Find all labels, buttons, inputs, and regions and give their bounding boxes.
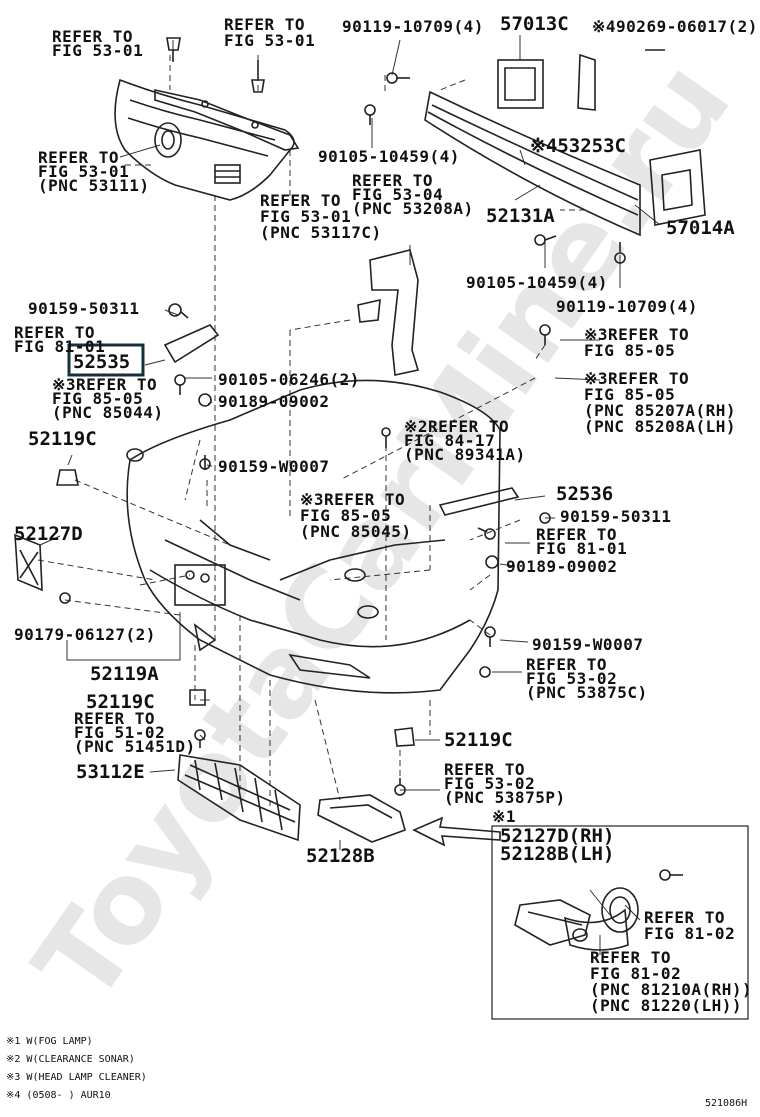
callout-p-52119C-bl: 52119C	[86, 691, 155, 713]
callout-p-90119-10709-mid: 90119-10709(4)	[556, 297, 698, 316]
callout-p-52119C-br: 52119C	[444, 729, 513, 751]
callout-p-90105-06246: 90105-06246(2)	[218, 370, 360, 389]
part-52535-highlight	[67, 343, 145, 377]
callout-p-90159-50311-right: 90159-50311	[560, 507, 671, 526]
callout-p-90179-06127: 90179-06127(2)	[14, 625, 156, 644]
callout-p-52535: 52535	[73, 351, 130, 373]
callout-p-90105-10459-mid: 90105-10459(4)	[466, 273, 608, 292]
footnote-3: ※3 W(HEAD LAMP CLEANER)	[6, 1072, 147, 1083]
callout-p-52128B: 52128B	[306, 845, 375, 867]
fog-cover-left	[14, 533, 43, 592]
callout-p-90159-W0007-top: 90159-W0007	[218, 457, 329, 476]
bumper-side-retainers	[163, 324, 520, 516]
footnote-1: ※1 W(FOG LAMP)	[6, 1036, 93, 1047]
callout-p-90269-06017: ※490269-06017(2)	[592, 17, 758, 36]
callout-p-52536: 52536	[556, 483, 613, 505]
footnotes: ※1 W(FOG LAMP) ※2 W(CLEARANCE SONAR) ※3 W(…	[6, 1036, 147, 1101]
lower-grille	[177, 754, 301, 842]
solid-leaders	[39, 35, 661, 955]
bumper-reinforcement	[424, 49, 706, 237]
callout-p-90119-10709-top: 90119-10709(4)	[342, 17, 484, 36]
top-clips	[166, 37, 265, 93]
inset-arrow	[412, 816, 501, 847]
callout-p-53112E: 53112E	[76, 761, 145, 783]
side-bracket	[357, 249, 420, 376]
callout-p-52131A: 52131A	[486, 205, 555, 227]
footnote-2: ※2 W(CLEARANCE SONAR)	[6, 1054, 135, 1065]
grille-upper-bracket	[154, 89, 300, 151]
radiator-grille	[114, 78, 295, 201]
callout-p-57014A: 57014A	[666, 217, 735, 239]
inset-parts	[514, 887, 639, 951]
fog-cover-right	[317, 794, 406, 843]
callout-p-53253C: ※453253C	[530, 135, 626, 157]
callout-p-57013C: 57013C	[500, 13, 569, 35]
callout-p-90159-W0007-right: 90159-W0007	[532, 635, 643, 654]
callout-p-52119C-left: 52119C	[28, 428, 97, 450]
callout-p-90189-09002-top: 90189-09002	[218, 392, 329, 411]
callout-p-52127D: 52127D	[14, 523, 83, 545]
inset-frame	[491, 825, 749, 1020]
callout-p-90189-09002-right: 90189-09002	[506, 557, 617, 576]
callout-p-52119A: 52119A	[90, 663, 159, 685]
callout-inset-title: 52127D(RH)52128B(LH)	[500, 825, 614, 865]
callout-inset-mark: ※1	[492, 807, 516, 826]
bumper-bolts	[59, 72, 683, 881]
callout-p-90105-10459-top: 90105-10459(4)	[318, 147, 460, 166]
bumper-cover	[126, 379, 501, 694]
figure-code: 521086H	[705, 1098, 747, 1109]
small-clips	[56, 469, 415, 747]
callout-p-90159-50311-top: 90159-50311	[28, 299, 139, 318]
footnote-4: ※4 (0508- ) AUR10	[6, 1090, 111, 1101]
